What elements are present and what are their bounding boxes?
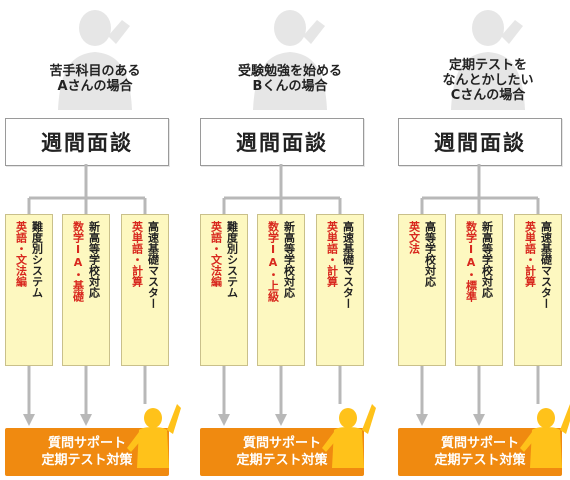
course-name: 難度別システム — [30, 221, 44, 298]
support-line-1: 質問サポート — [440, 436, 519, 451]
cheering-figure-icon — [127, 404, 181, 468]
case-b-column: 受験勉強を始める Bくんの場合 週間面談 難度別システム 英語・文法編 新高等学… — [200, 0, 380, 480]
support-line-2: 定期テスト対策 — [434, 453, 526, 468]
case-title: 苦手科目のある Aさんの場合 — [49, 64, 141, 94]
weekly-interview-box: 週間面談 — [200, 118, 364, 166]
course-subject: 英単語・計算 — [325, 221, 339, 287]
course-subject: 英語・文法編 — [14, 221, 28, 287]
course-box-1: 難度別システム 英語・文法編 — [5, 214, 53, 366]
support-line-2: 定期テスト対策 — [41, 453, 133, 468]
course-name: 新高等学校対応 — [480, 221, 494, 298]
student-silhouette-icon — [451, 10, 525, 110]
course-subject: 英単語・計算 — [523, 221, 537, 287]
support-line-1: 質問サポート — [47, 436, 126, 451]
course-name: 高速基礎マスター — [341, 221, 355, 309]
course-box-3: 高速基礎マスター 英単語・計算 — [514, 214, 562, 366]
course-subject: 英単語・計算 — [130, 221, 144, 287]
support-line-2: 定期テスト対策 — [236, 453, 328, 468]
course-subject: 数学IA・基礎 — [71, 221, 85, 302]
weekly-interview-box: 週間面談 — [398, 118, 562, 166]
course-subject: 数学IA・上級 — [266, 221, 280, 302]
course-name: 高等学校対応 — [423, 221, 437, 287]
course-box-3: 高速基礎マスター 英単語・計算 — [316, 214, 364, 366]
cheering-figure-icon — [520, 404, 570, 468]
course-box-2: 新高等学校対応 数学IA・標準 — [455, 214, 503, 366]
course-name: 新高等学校対応 — [87, 221, 101, 298]
case-title: 受験勉強を始める Bくんの場合 — [237, 64, 342, 94]
course-subject: 英語・文法編 — [209, 221, 223, 287]
flow-arrows — [23, 164, 147, 426]
case-title: 定期テストを なんとかしたい Cさんの場合 — [442, 58, 534, 103]
student-silhouette-icon — [58, 10, 132, 110]
course-subject: 英文法 — [407, 221, 421, 254]
cheering-figure-icon — [322, 404, 376, 468]
course-box-2: 新高等学校対応 数学IA・基礎 — [62, 214, 110, 366]
course-box-3: 高速基礎マスター 英単語・計算 — [121, 214, 169, 366]
course-name: 高速基礎マスター — [539, 221, 553, 309]
course-name: 難度別システム — [225, 221, 239, 298]
case-a-column: 苦手科目のある Aさんの場合 週間面談 難度別システム 英語・文法編 新高等学校… — [5, 0, 185, 480]
weekly-interview-box: 週間面談 — [5, 118, 169, 166]
flow-arrows — [416, 164, 540, 426]
course-name: 新高等学校対応 — [282, 221, 296, 298]
course-box-1: 難度別システム 英語・文法編 — [200, 214, 248, 366]
course-box-2: 新高等学校対応 数学IA・上級 — [257, 214, 305, 366]
student-silhouette-icon — [253, 10, 327, 110]
case-c-column: 定期テストを なんとかしたい Cさんの場合 週間面談 高等学校対応 英文法 新高… — [398, 0, 570, 480]
course-name: 高速基礎マスター — [146, 221, 160, 309]
support-line-1: 質問サポート — [242, 436, 321, 451]
course-box-1: 高等学校対応 英文法 — [398, 214, 446, 366]
flow-arrows — [218, 164, 342, 426]
course-subject: 数学IA・標準 — [464, 221, 478, 302]
